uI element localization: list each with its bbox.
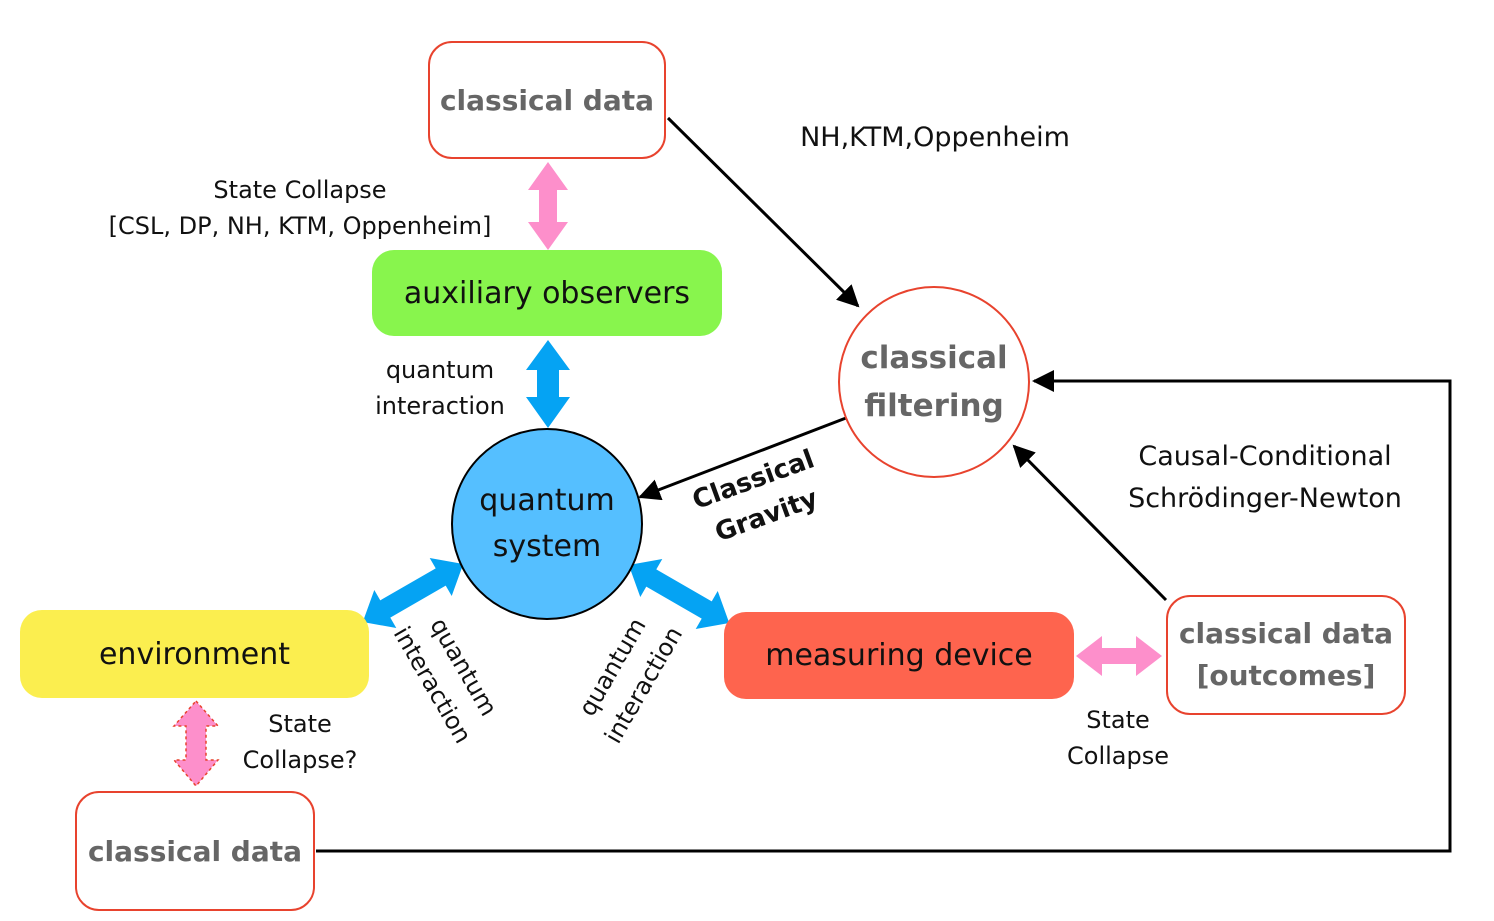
arrow-measuring-outcomes-collapse <box>1076 636 1162 676</box>
arrow-filtering-to-quantum <box>638 416 847 501</box>
environment-label: environment <box>98 636 291 672</box>
arrow-bottom-feedback <box>316 370 1452 853</box>
classical-data-bottom-node: classical data <box>75 791 315 911</box>
classical-data-top-label: classical data <box>439 83 655 117</box>
causal-conditional-label: Causal-Conditional Schrödinger-Newton <box>1128 441 1402 514</box>
arrow-data-to-filtering <box>666 116 860 308</box>
quantum-system-node: quantum system <box>451 428 643 620</box>
state-collapse-top-line-2: [CSL, DP, NH, KTM, Oppenheim] <box>108 212 492 240</box>
arrow-quantum-measuring <box>628 558 730 630</box>
classical-data-top-node: classical data <box>428 41 666 159</box>
arrow-env-data-collapse <box>172 699 220 788</box>
auxiliary-observers-node: auxiliary observers <box>372 250 722 336</box>
quantum-interaction-top-label: quantum interaction <box>375 356 505 420</box>
state-collapse-top-line-1: State Collapse <box>213 176 387 204</box>
classical-data-bottom-label: classical data <box>87 834 303 868</box>
state-collapse-env-label: State Collapse? <box>242 710 358 774</box>
arrow-aux-quantum <box>526 340 570 428</box>
arrow-outcomes-to-filtering <box>1012 444 1168 602</box>
auxiliary-observers-label: auxiliary observers <box>403 275 691 311</box>
environment-node: environment <box>20 610 369 698</box>
classical-filtering-label-1: classical <box>860 340 1008 376</box>
classical-filtering-label-2: filtering <box>864 388 1004 424</box>
state-collapse-right-label: State Collapse <box>1067 706 1169 770</box>
classical-data-outcomes-label-2: [outcomes] <box>1196 659 1376 692</box>
classical-data-outcomes-label-1: classical data <box>1178 617 1394 650</box>
state-collapse-top-label: State Collapse [CSL, DP, NH, KTM, Oppenh… <box>90 172 510 244</box>
measuring-device-node: measuring device <box>724 612 1074 699</box>
classical-data-outcomes-node: classical data [outcomes] <box>1166 595 1406 715</box>
arrow-data-aux-collapse <box>528 162 568 250</box>
arrow-env-quantum <box>362 557 464 629</box>
measuring-device-label: measuring device <box>765 638 1033 673</box>
nh-ktm-oppenheim-label: NH,KTM,Oppenheim <box>800 122 1070 153</box>
quantum-system-label-2: system <box>492 529 602 564</box>
quantum-system-label-1: quantum <box>479 483 615 518</box>
classical-filtering-node: classical filtering <box>838 286 1030 478</box>
